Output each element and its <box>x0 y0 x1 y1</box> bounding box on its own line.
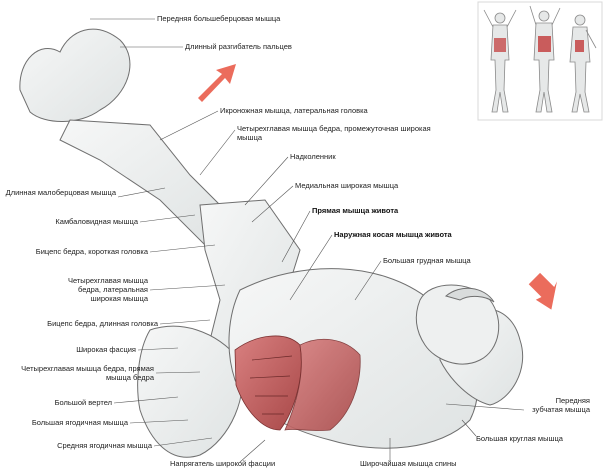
label-gluteus-maximus: Большая ягодичная мышца <box>31 418 128 427</box>
label-vastus-intermedius: Четырехглавая мышца бедра, промежуточная… <box>237 124 431 142</box>
label-rectus-abdominis: Прямая мышца живота <box>312 206 399 215</box>
label-teres-major: Большая круглая мышца <box>476 434 563 443</box>
label-patella: Надколенник <box>290 152 336 161</box>
label-fascia-lata: Широкая фасция <box>76 345 136 354</box>
label-vastus-lateralis: Четырехглавая мышца бедра, латеральная ш… <box>67 276 148 303</box>
label-vastus-medialis: Медиальная широкая мышца <box>295 181 399 190</box>
label-latissimus-dorsi: Широчайшая мышца спины <box>360 459 457 468</box>
leader-lines <box>90 18 525 463</box>
label-pectoralis-major: Большая грудная мышца <box>383 256 471 265</box>
label-soleus: Камбаловидная мышца <box>55 217 138 226</box>
side-view-figure <box>569 14 597 113</box>
back-view-figure-highlighted <box>529 5 561 113</box>
label-external-oblique: Наружная косая мышца живота <box>334 230 452 239</box>
label-gastrocnemius-lateral: Икроножная мышца, латеральная головка <box>220 106 368 115</box>
direction-arrow-lower <box>528 272 558 310</box>
label-biceps-femoris-long: Бицепс бедра, длинная головка <box>47 319 158 328</box>
label-greater-trochanter: Большой вертел <box>54 398 112 407</box>
label-tibialis-anterior: Передняя большеберцовая мышца <box>157 14 281 23</box>
label-extensor-digitorum: Длинный разгибатель пальцев <box>185 42 292 51</box>
direction-arrow-upper <box>198 64 236 102</box>
thumbnail-panel <box>477 1 603 121</box>
label-rectus-femoris: Четырехглавая мышца бедра, прямая мышца … <box>21 364 154 382</box>
front-view-figure <box>483 9 517 113</box>
label-biceps-femoris-short: Бицепс бедра, короткая головка <box>35 247 148 256</box>
label-peroneus-longus: Длинная малоберцовая мышца <box>5 188 116 197</box>
highlighted-abdominal-muscles <box>234 335 361 431</box>
label-gluteus-medius: Средняя ягодичная мышца <box>57 441 152 450</box>
label-serratus-anterior: Передняя зубчатая мышца <box>532 396 590 414</box>
label-tensor-fasciae-latae: Напрягатель широкой фасции <box>170 459 276 468</box>
